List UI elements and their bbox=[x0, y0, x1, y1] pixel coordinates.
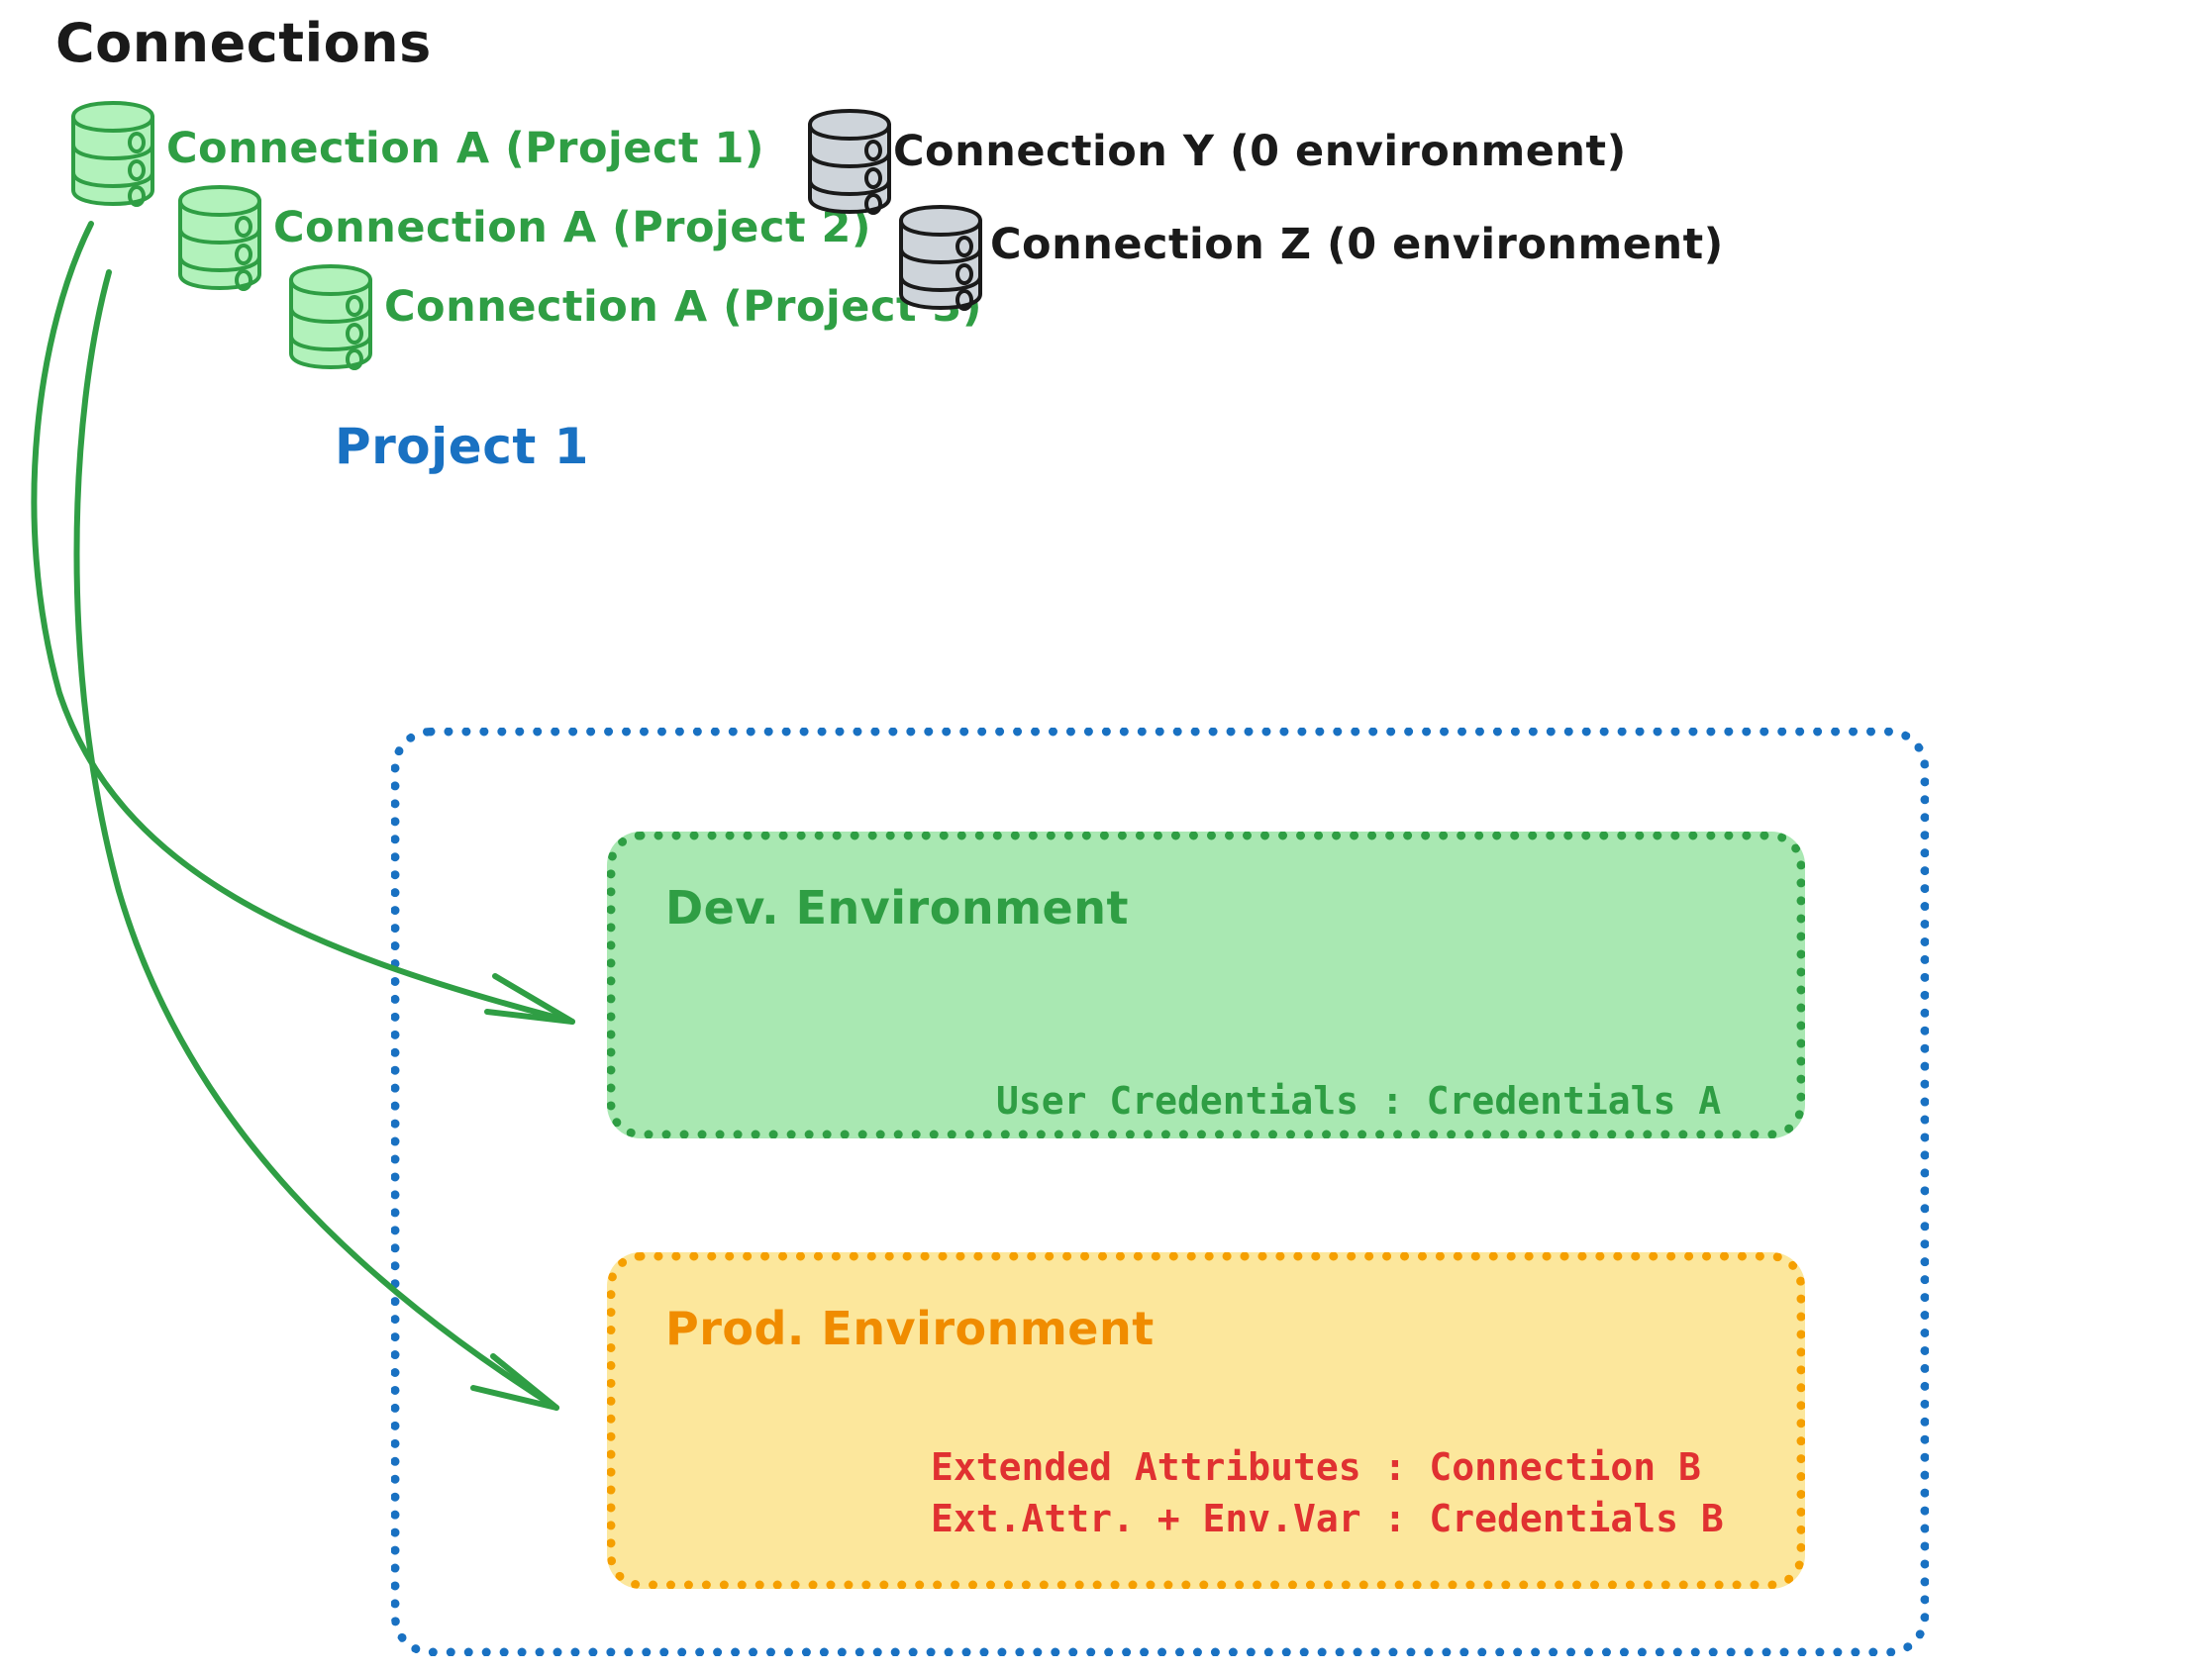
database-icon-connection-y bbox=[804, 107, 895, 216]
page-title: Connections bbox=[55, 12, 432, 74]
project-title: Project 1 bbox=[335, 418, 589, 475]
connection-label-a-project-2: Connection A (Project 2) bbox=[273, 203, 872, 252]
database-icon-connection-a-project-3 bbox=[285, 262, 376, 371]
connection-label-z: Connection Z (0 environment) bbox=[990, 220, 1724, 269]
prod-environment-box bbox=[607, 1252, 1805, 1589]
prod-environment-extended-attributes-line: Extended Attributes : Connection B bbox=[931, 1445, 1701, 1489]
dev-environment-box bbox=[607, 832, 1805, 1138]
database-icon-connection-a-project-2 bbox=[174, 183, 265, 292]
connection-label-y: Connection Y (0 environment) bbox=[893, 127, 1627, 176]
dev-environment-credentials-line: User Credentials : Credentials A bbox=[996, 1079, 1722, 1123]
database-icon-connection-a-project-1 bbox=[67, 99, 158, 208]
dev-environment-title: Dev. Environment bbox=[665, 881, 1129, 935]
prod-environment-title: Prod. Environment bbox=[665, 1302, 1155, 1355]
connection-label-a-project-3: Connection A (Project 3) bbox=[384, 282, 983, 332]
prod-environment-env-var-line: Ext.Attr. + Env.Var : Credentials B bbox=[931, 1497, 1724, 1540]
database-icon-connection-z bbox=[895, 203, 986, 312]
connection-label-a-project-1: Connection A (Project 1) bbox=[166, 124, 765, 173]
